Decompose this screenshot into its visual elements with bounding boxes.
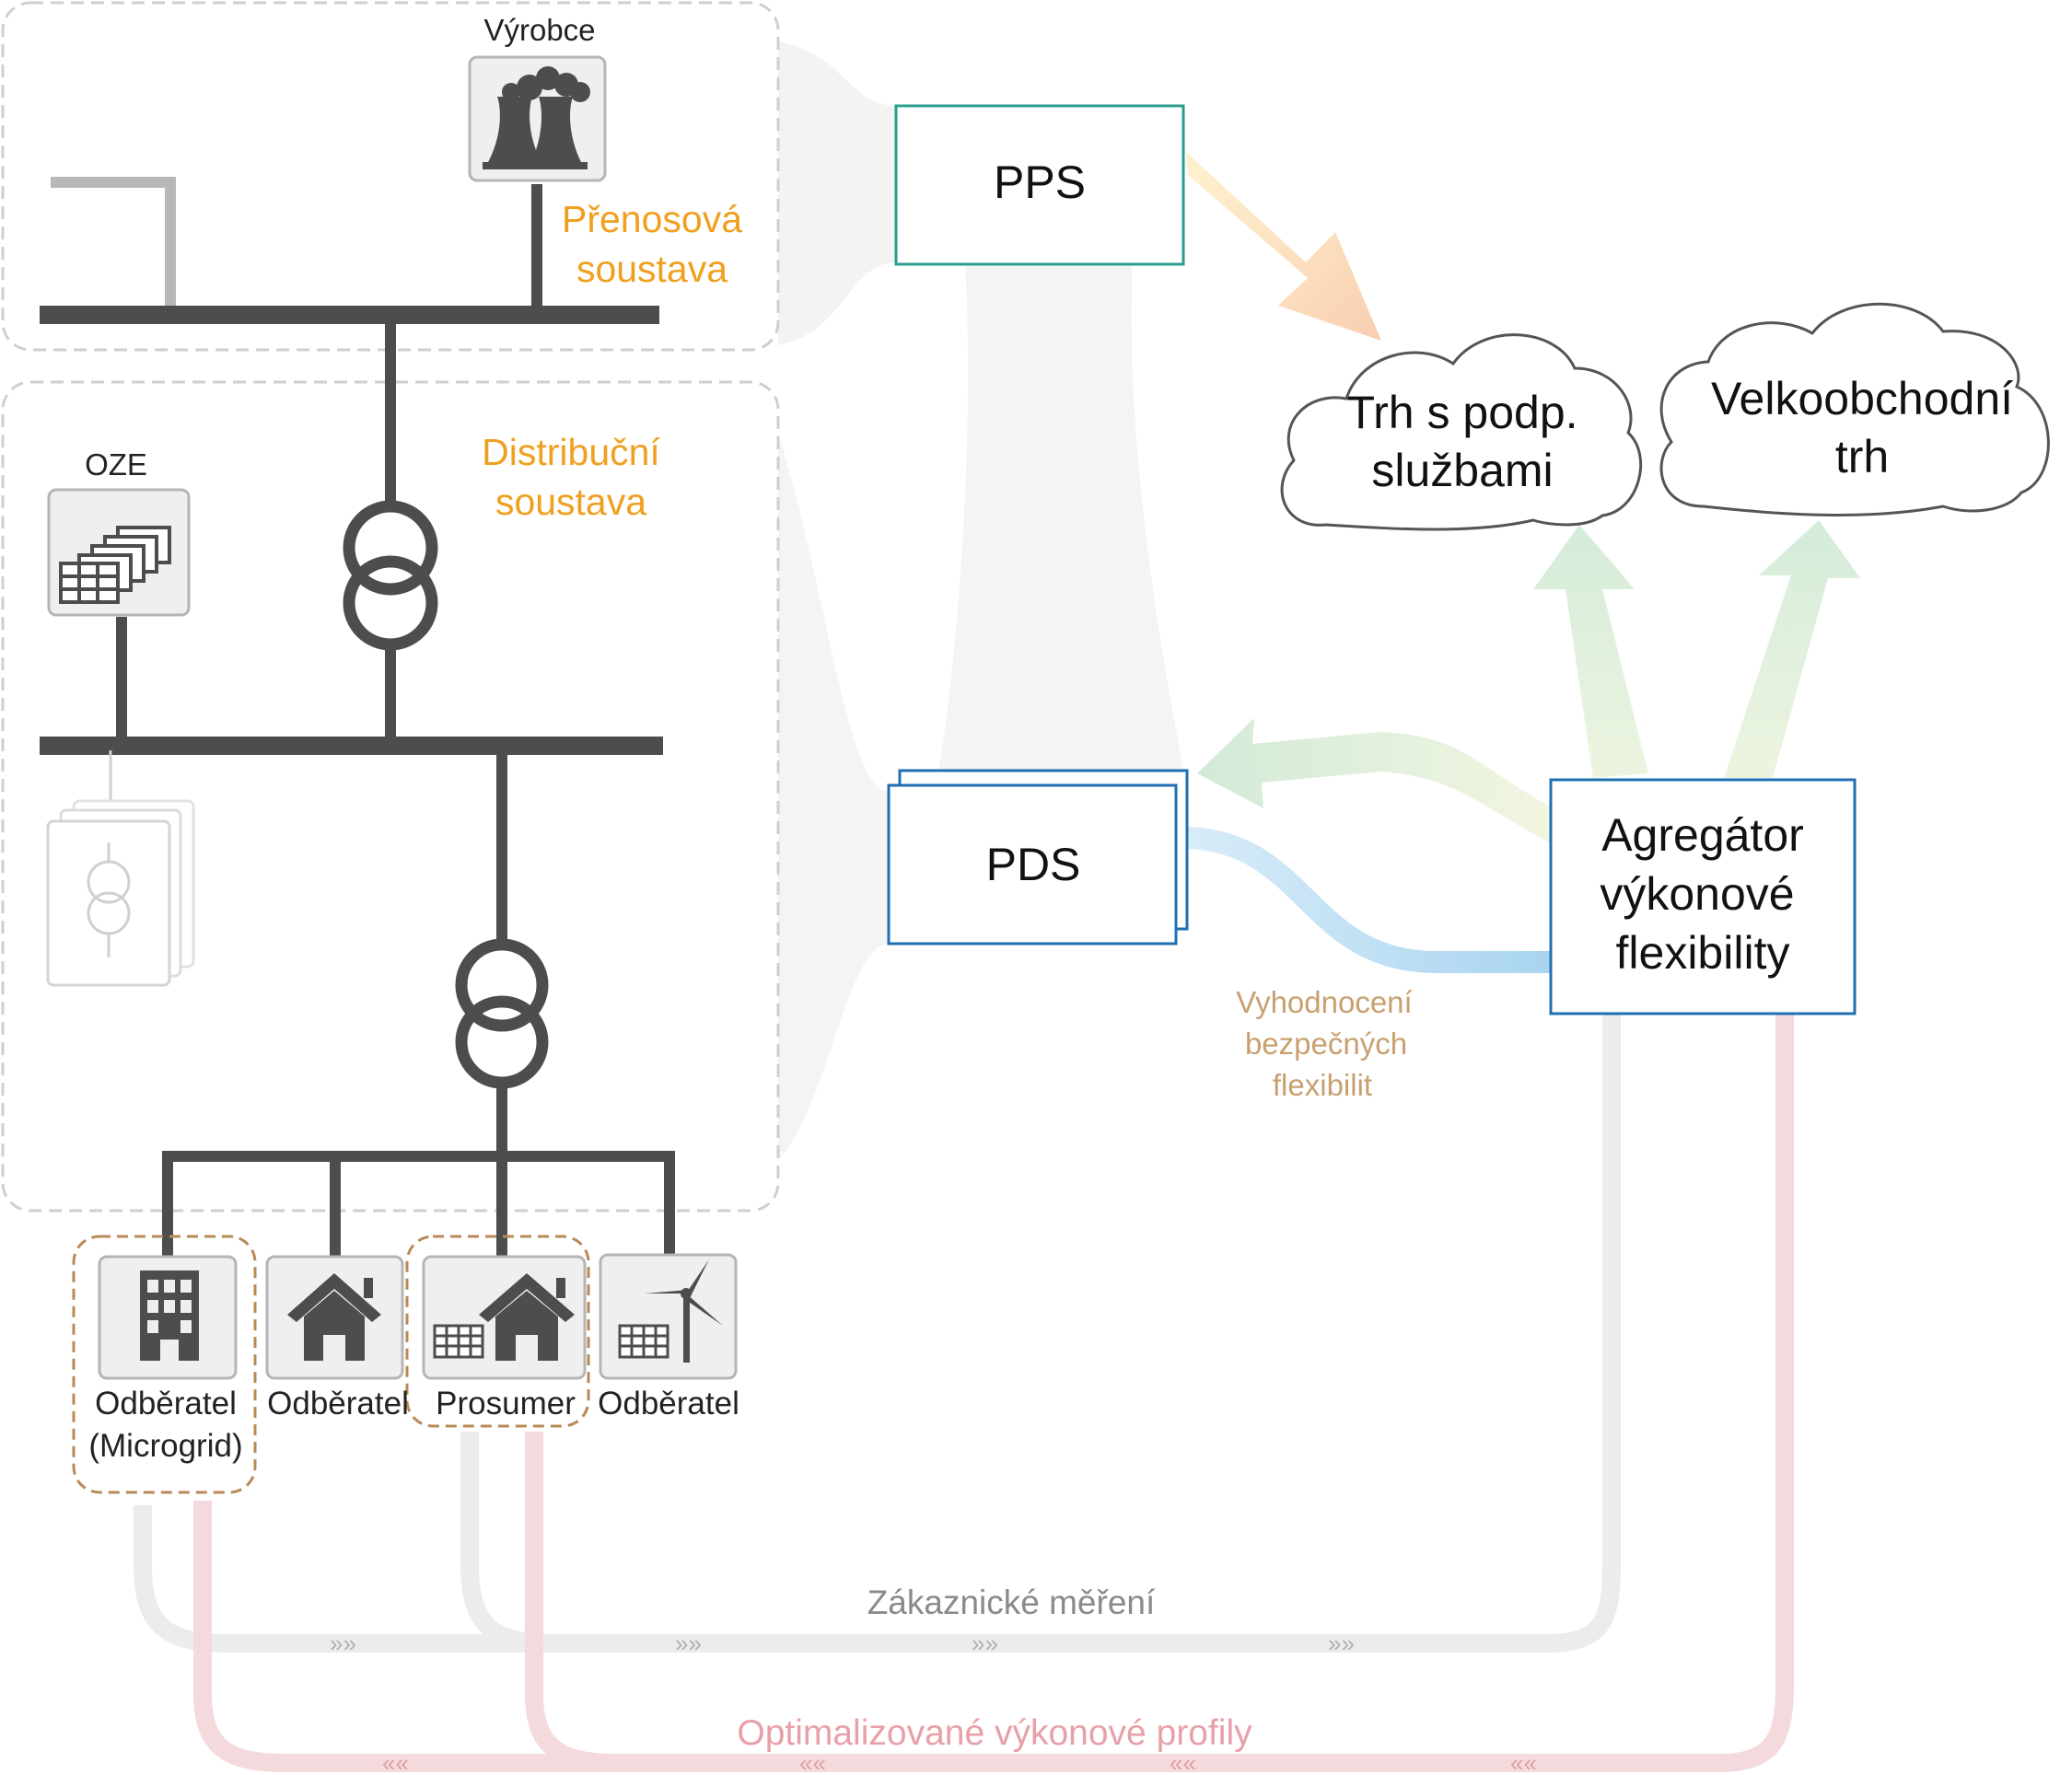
svg-text:»»: »» [675, 1630, 702, 1657]
aggregator-label-2: výkonové [1600, 868, 1794, 920]
transformer-1-lower [343, 555, 438, 651]
house-solar-icon [433, 1273, 575, 1361]
microgrid-group [72, 1235, 257, 1494]
aggregator-label-3: flexibility [1616, 927, 1790, 979]
metering-label: Zákaznické měření [867, 1584, 1156, 1621]
evaluation-label-2: bezpečných [1245, 1027, 1407, 1061]
pds-label: PDS [986, 839, 1081, 890]
agg-to-ancillary-arrow [1533, 525, 1648, 778]
evaluation-label-3: flexibilit [1273, 1068, 1372, 1102]
svg-text:»»: »» [972, 1630, 998, 1657]
svg-text:««: «« [1510, 1749, 1537, 1775]
prosumer-group [405, 1235, 590, 1428]
distribucni-label-1: Distribuční [482, 431, 660, 473]
funnel-pps [778, 41, 898, 345]
svg-text:««: «« [799, 1749, 826, 1775]
cloud-wholesale-market [1659, 302, 2050, 516]
pds-box [887, 769, 1189, 946]
house-icon [287, 1273, 381, 1361]
cloud-ancillary-market [1280, 333, 1643, 531]
prenosova-label-2: soustava [576, 248, 728, 290]
oze-label: OZE [85, 447, 147, 481]
pps-box [894, 104, 1185, 266]
profiles-label: Optimalizované výkonové profily [737, 1713, 1252, 1753]
transformer-icon [87, 842, 131, 957]
agg-to-wholesale-arrow [1724, 520, 1860, 778]
pps-to-market-arrow [1186, 152, 1381, 341]
aggregator-box [1549, 778, 1857, 1015]
aggregator-label-1: Agregátor [1601, 809, 1804, 861]
ancillary-market-label-2: službami [1371, 445, 1553, 496]
vyrobce-label: Výrobce [483, 13, 595, 47]
wholesale-market-label-2: trh [1835, 431, 1889, 482]
tie-line [51, 177, 176, 313]
vyrobce-node [468, 55, 607, 182]
flow-chevrons: »» »» »» »» «« «« «« «« [330, 1630, 1537, 1775]
zone-prenosova [1, 1, 780, 352]
svg-text:»»: »» [1328, 1630, 1355, 1657]
transformer-2-lower [455, 995, 549, 1089]
consumer-sublabel-1: (Microgrid) [88, 1428, 242, 1464]
oze-node [47, 488, 191, 617]
solar-panels-icon [59, 526, 171, 604]
prenosova-label-1: Přenosová [562, 198, 742, 240]
funnel-pps-pds [935, 262, 1188, 792]
evaluation-label-1: Vyhodnocení [1236, 985, 1412, 1019]
pps-label: PPS [994, 157, 1086, 208]
factory-icon [483, 66, 590, 169]
zone-funnels [778, 41, 1188, 1160]
svg-text:««: «« [1170, 1749, 1196, 1775]
consumer-label-2: Odběratel [267, 1386, 409, 1421]
svg-text:»»: »» [330, 1630, 356, 1657]
distribucni-label-2: soustava [495, 481, 646, 523]
solar-wind-icon [618, 1259, 723, 1363]
wholesale-market-label-1: Velkoobchodní [1711, 373, 2013, 424]
pds-agg-eval-link [1187, 827, 1556, 973]
ancillary-market-label-1: Trh s podp. [1346, 387, 1577, 438]
transformer-1-upper [343, 500, 438, 596]
consumer-label-4: Odběratel [598, 1386, 739, 1421]
building-icon [140, 1270, 199, 1361]
consumer-label-3: Prosumer [436, 1386, 576, 1421]
transformer-cards [46, 799, 195, 987]
agg-to-pds-arrow [1197, 718, 1556, 847]
consumer-label-1: Odběratel [95, 1386, 237, 1421]
profiles-loop [193, 1013, 1794, 1772]
consumer-icons [72, 1235, 738, 1494]
svg-text:««: «« [382, 1749, 409, 1775]
funnel-pds [778, 433, 889, 1160]
grid-topology [40, 177, 675, 1257]
flow-arrows [1186, 152, 1860, 973]
transformer-2-upper [455, 938, 549, 1032]
